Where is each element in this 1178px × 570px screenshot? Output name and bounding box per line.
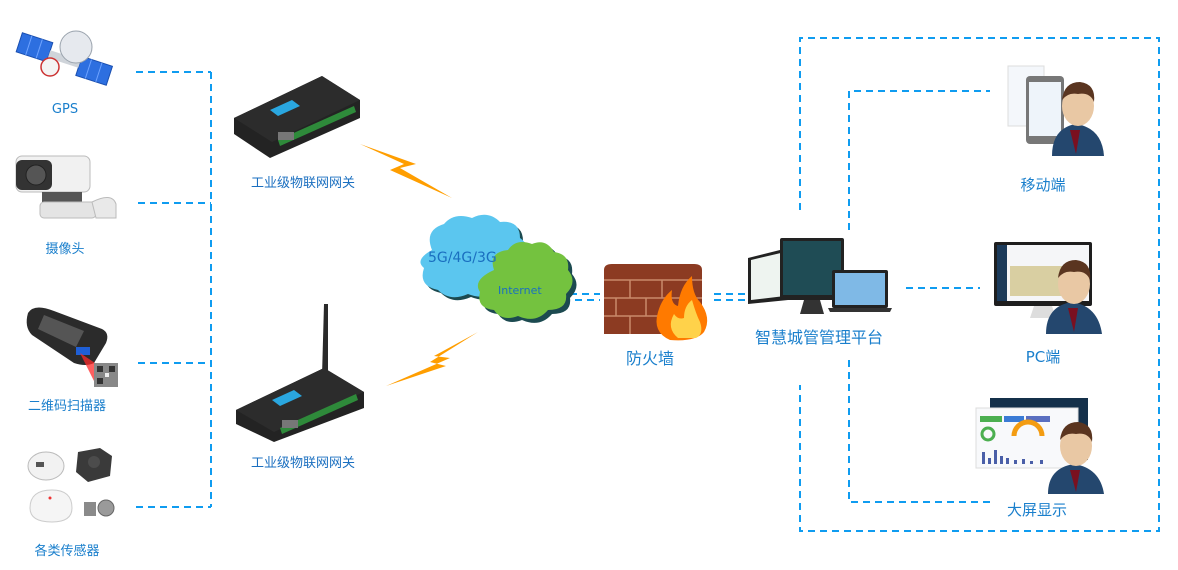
gateway-top	[234, 70, 360, 160]
satellite-icon	[15, 30, 114, 86]
device-sensors-label: 各类传感器	[34, 544, 100, 559]
device-sensors	[26, 446, 120, 526]
device-camera	[12, 152, 122, 222]
gateway-top-label: 工业级物联网网关	[250, 176, 356, 191]
client-mobile-label: 移动端	[1020, 176, 1066, 194]
gateway-bottom-label: 工业级物联网网关	[250, 456, 356, 471]
lightning-top-icon	[360, 144, 452, 198]
firewall-label: 防火墙	[625, 349, 675, 368]
device-gps-label: GPS	[51, 102, 79, 117]
mobile-network-label: 5G/4G/3G	[428, 250, 497, 266]
platform	[744, 236, 894, 320]
cloud-icons	[420, 214, 577, 323]
sensor-icon	[27, 448, 115, 523]
client-pc-label: PC端	[1025, 348, 1061, 366]
client-bigscreen	[974, 396, 1108, 494]
gateway-antenna-icon	[236, 304, 364, 442]
lightning-bottom-icon	[386, 332, 478, 386]
internet-label: Internet	[498, 284, 542, 297]
monitors-icon	[748, 238, 892, 314]
network-clouds: 5G/4G/3G Internet	[410, 210, 580, 330]
device-gps	[14, 25, 114, 95]
firewall-icon	[604, 264, 708, 341]
cloud-internet-icon	[477, 242, 577, 323]
device-scanner-label: 二维码扫描器	[27, 399, 107, 414]
big-screen-user-icon	[975, 398, 1104, 494]
client-pc	[994, 240, 1104, 334]
client-mobile	[1006, 64, 1106, 156]
qr-scanner-icon	[26, 307, 118, 387]
device-scanner	[24, 303, 124, 389]
connector-outer-bracket	[799, 37, 1160, 532]
gateway-bottom	[236, 302, 366, 444]
firewall	[600, 262, 712, 342]
mobile-user-icon	[1007, 65, 1104, 156]
platform-label: 智慧城管管理平台	[754, 328, 884, 347]
gateway-icon	[234, 76, 360, 158]
camera-icon	[15, 155, 117, 219]
connector-inner-bracket	[848, 90, 990, 230]
client-bigscreen-label: 大屏显示	[1006, 501, 1068, 519]
device-camera-label: 摄像头	[45, 242, 85, 257]
pc-user-icon	[994, 242, 1102, 334]
